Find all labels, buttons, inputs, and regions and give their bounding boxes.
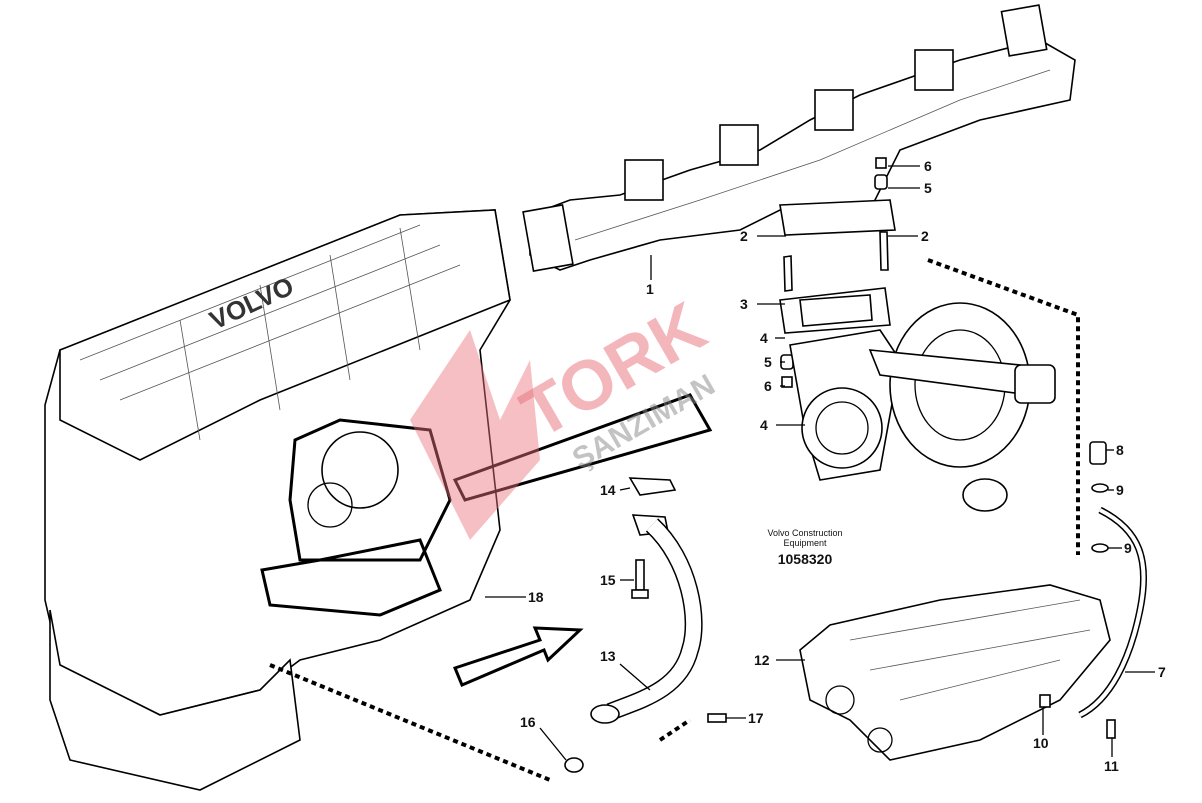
callout-3: 3 [740, 296, 748, 312]
exhaust-manifold [522, 4, 1076, 272]
direction-arrow [452, 626, 584, 687]
callout-4: 4 [760, 417, 768, 433]
callout-8: 8 [1116, 442, 1124, 458]
callout-14: 14 [600, 482, 616, 498]
callout-17: 17 [748, 710, 764, 726]
callout-6: 6 [764, 378, 772, 394]
callout-10: 10 [1033, 735, 1049, 751]
callout-2: 2 [921, 228, 929, 244]
oil-return-pipe [564, 477, 727, 773]
callout-2: 2 [740, 228, 748, 244]
callout-9: 9 [1124, 540, 1132, 556]
callout-11: 11 [1104, 758, 1119, 774]
turbocharger [789, 302, 1056, 512]
callout-9: 9 [1116, 482, 1124, 498]
callout-5: 5 [764, 354, 772, 370]
caption-manufacturer: Volvo Construction [767, 528, 842, 538]
caption-equipment: Equipment [783, 538, 827, 548]
callout-16: 16 [520, 714, 536, 730]
callout-6: 6 [924, 158, 932, 174]
callout-labels: 1 2 2 3 4 5 6 4 6 5 8 9 9 10 11 7 12 13 … [520, 158, 1166, 774]
dashed-guide-bolt [658, 718, 692, 742]
part-number: 1058320 [778, 551, 833, 567]
callout-13: 13 [600, 648, 616, 664]
callout-12: 12 [754, 652, 770, 668]
dashed-guide-washer [269, 663, 551, 782]
callout-15: 15 [600, 572, 616, 588]
dashed-guide-turbo [927, 258, 1080, 555]
callout-1: 1 [646, 281, 654, 297]
callout-18: 18 [528, 589, 544, 605]
callout-7: 7 [1158, 664, 1166, 680]
gasket-and-studs [779, 157, 891, 388]
engine-assembly: VOLVO [44, 209, 713, 791]
callout-5: 5 [924, 180, 932, 196]
leader-lines [485, 165, 1155, 761]
oil-filter-housing [799, 584, 1111, 761]
banjo-bolt [1089, 441, 1107, 465]
callout-4: 4 [760, 330, 768, 346]
